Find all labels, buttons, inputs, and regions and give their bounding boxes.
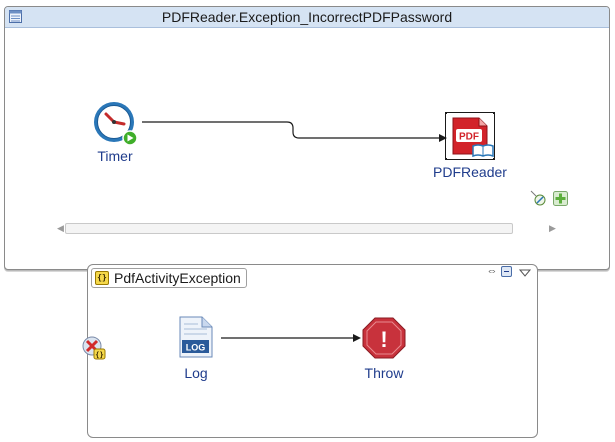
scroll-left-arrow[interactable]: ◀ xyxy=(57,223,64,233)
log-node[interactable]: LOG xyxy=(178,316,214,358)
horizontal-scrollbar[interactable] xyxy=(65,223,513,234)
pdf-icon-text: PDF xyxy=(459,132,479,143)
pdfreader-label: PDFReader xyxy=(433,164,507,180)
scroll-right-arrow[interactable]: ▶ xyxy=(549,223,556,233)
expand-arrows-icon[interactable]: ⇔ xyxy=(486,265,498,277)
pdf-reader-icon: PDF xyxy=(443,110,497,162)
braces-icon: {} xyxy=(95,271,109,285)
subprocess-title: PdfActivityException xyxy=(114,270,241,286)
collapse-button[interactable] xyxy=(501,266,512,277)
process-title: PDFReader.Exception_IncorrectPDFPassword xyxy=(161,9,453,25)
timer-node[interactable] xyxy=(92,100,138,146)
process-title-bar xyxy=(5,7,609,28)
process-window-icon xyxy=(9,10,22,23)
subprocess-title-box[interactable]: {} PdfActivityException xyxy=(91,268,247,288)
selection-handle xyxy=(443,110,447,114)
timer-clock-icon xyxy=(94,102,138,146)
connect-tool-icon[interactable] xyxy=(530,190,546,206)
log-icon-text: LOG xyxy=(186,343,206,353)
throw-icon-text: ! xyxy=(380,327,387,352)
throw-label: Throw xyxy=(364,365,404,381)
svg-text:{}: {} xyxy=(95,351,103,359)
log-label: Log xyxy=(184,365,208,381)
chevron-down-icon[interactable] xyxy=(518,266,532,277)
timer-label: Timer xyxy=(97,148,133,164)
throw-node[interactable]: ! xyxy=(362,317,406,359)
selection-handle xyxy=(493,110,497,114)
subprocess-container[interactable] xyxy=(87,264,538,438)
pdfreader-node[interactable]: PDF xyxy=(443,110,497,162)
selection-handle xyxy=(493,158,497,162)
throw-error-icon: ! xyxy=(362,317,406,359)
selection-handle xyxy=(443,158,447,162)
add-node-icon[interactable] xyxy=(553,191,568,206)
error-handler-icon[interactable]: {} xyxy=(81,335,107,361)
log-document-icon: LOG xyxy=(179,316,213,358)
